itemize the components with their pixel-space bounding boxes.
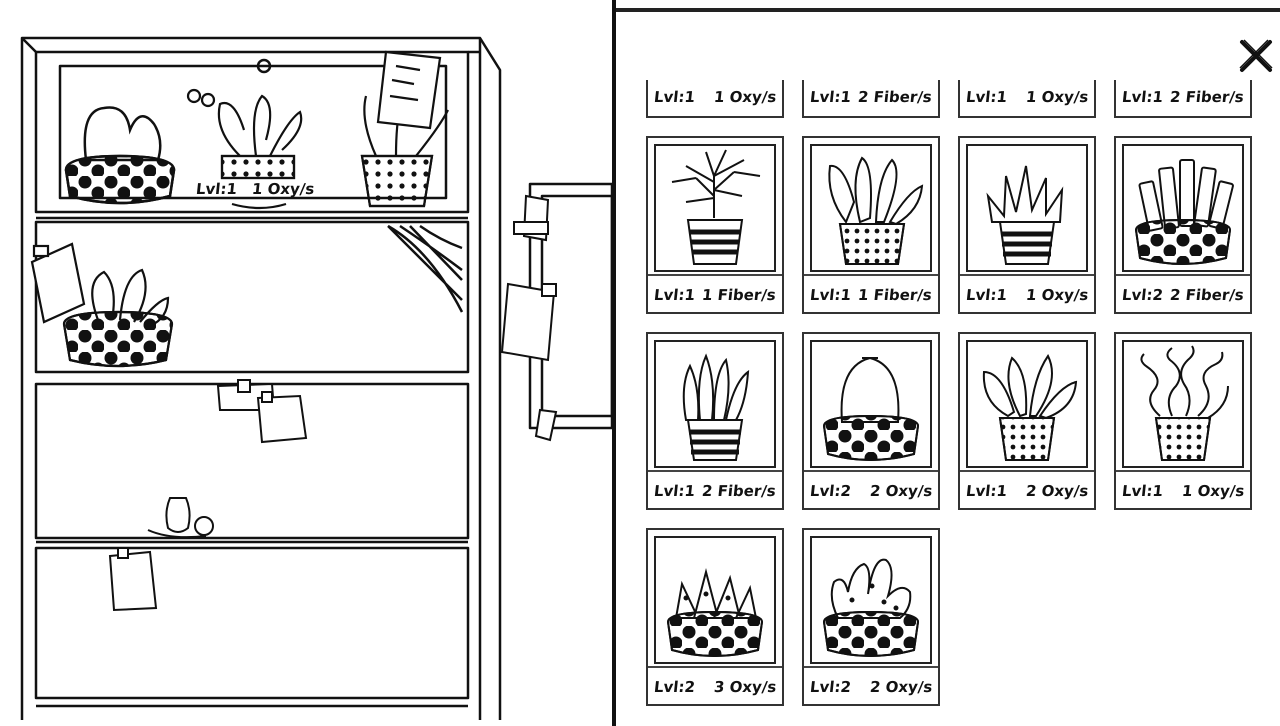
card-art [654,536,776,664]
card-level: Lvl:1 [965,482,1008,500]
card-level: Lvl:1 [1121,482,1164,500]
shelf-plant-level: Lvl:1 [195,180,238,198]
card-footer: Lvl:2 3 Oxy/s [648,666,782,704]
top-row-card-2[interactable]: Lvl:1 2 Fiber/s [802,80,940,118]
card-rate: 1 Oxy/s [1024,88,1089,106]
plant-inventory-panel: Lvl:1 1 Oxy/s Lvl:1 2 Fiber/s Lvl:1 1 Ox… [612,0,1280,726]
card-art [1122,144,1244,272]
card-footer: Lvl:1 1 Oxy/s [1116,470,1250,508]
card-footer: Lvl:1 1 Fiber/s [804,274,938,312]
curly-plant-icon [1140,345,1229,461]
card-level: Lvl:2 [809,678,852,696]
card-rate: 2 Fiber/s [701,482,777,500]
card-art [1122,340,1244,468]
top-row-card-3[interactable]: Lvl:1 1 Oxy/s [958,80,1096,118]
dome-cactus-icon [822,356,920,461]
card-footer: Lvl:1 2 Oxy/s [960,470,1094,508]
card-rate: 1 Fiber/s [857,286,933,304]
card-footer: Lvl:2 2 Oxy/s [804,666,938,704]
card-rate: 2 Fiber/s [857,88,933,106]
card-footer: Lvl:1 1 Fiber/s [648,274,782,312]
palm-plant-icon [671,149,761,265]
panel-top-border [616,8,1280,12]
card-level: Lvl:1 [809,286,852,304]
card-level: Lvl:1 [653,482,696,500]
plant-card-5[interactable]: Lvl:1 2 Fiber/s [646,332,784,510]
shelf-leafy-plant [186,88,303,210]
card-level: Lvl:1 [653,286,696,304]
card-rate: 2 Oxy/s [868,678,933,696]
top-row-card-1[interactable]: Lvl:1 1 Oxy/s [646,80,784,118]
card-rate: 1 Fiber/s [701,286,777,304]
bookshelf [20,36,612,720]
card-art [810,536,932,664]
card-level: Lvl:1 [965,286,1008,304]
plant-card-6[interactable]: Lvl:2 2 Oxy/s [802,332,940,510]
card-art [966,340,1088,468]
shelf-plant-rate: 1 Oxy/s [251,180,316,198]
card-art [966,144,1088,272]
plant-card-10[interactable]: Lvl:2 2 Oxy/s [802,528,940,706]
broadleaf-plant-icon [982,354,1078,461]
plant-card-3[interactable]: Lvl:1 1 Oxy/s [958,136,1096,314]
card-footer: Lvl:1 1 Oxy/s [960,274,1094,312]
plant-card-2[interactable]: Lvl:1 1 Fiber/s [802,136,940,314]
card-rate: 2 Fiber/s [1169,286,1245,304]
shelf-leaf-pot [30,242,174,368]
card-level: Lvl:1 [965,88,1008,106]
card-rate: 2 Oxy/s [1024,482,1089,500]
succulent-icon [666,568,764,657]
card-rate: 1 Oxy/s [1180,482,1245,500]
close-button[interactable] [1236,36,1276,76]
card-rate: 2 Fiber/s [1169,88,1245,106]
shelf-cactus-plant [64,106,176,205]
spiky-plant-icon [986,165,1064,265]
close-icon [1239,39,1273,72]
card-rate: 2 Oxy/s [868,482,933,500]
card-level: Lvl:2 [1121,286,1164,304]
plant-card-7[interactable]: Lvl:1 2 Oxy/s [958,332,1096,510]
coral-cactus-icon [822,558,920,657]
card-level: Lvl:1 [653,88,696,106]
card-rate: 1 Oxy/s [712,88,777,106]
card-footer: Lvl:2 2 Fiber/s [1116,274,1250,312]
card-rate: 3 Oxy/s [712,678,777,696]
card-footer: Lvl:2 2 Oxy/s [804,470,938,508]
card-level: Lvl:1 [809,88,852,106]
card-art [810,340,932,468]
plant-card-4[interactable]: Lvl:2 2 Fiber/s [1114,136,1252,314]
card-footer: Lvl:1 2 Fiber/s [648,470,782,508]
card-rate: 1 Oxy/s [1024,286,1089,304]
card-level: Lvl:1 [1121,88,1164,106]
shelf-tall-plant [360,50,449,208]
plant-card-9[interactable]: Lvl:2 3 Oxy/s [646,528,784,706]
snake-plant-icon [682,353,750,461]
card-level: Lvl:2 [653,678,696,696]
card-level: Lvl:2 [809,482,852,500]
card-art [810,144,932,272]
card-art [654,340,776,468]
plant-card-grid: Lvl:1 1 Oxy/s Lvl:1 2 Fiber/s Lvl:1 1 Ox… [642,0,1262,726]
plant-card-8[interactable]: Lvl:1 1 Oxy/s [1114,332,1252,510]
leafy-plant-icon [828,156,924,265]
finger-cactus-icon [1134,159,1234,265]
top-row-card-4[interactable]: Lvl:1 2 Fiber/s [1114,80,1252,118]
card-art [654,144,776,272]
plant-card-1[interactable]: Lvl:1 1 Fiber/s [646,136,784,314]
